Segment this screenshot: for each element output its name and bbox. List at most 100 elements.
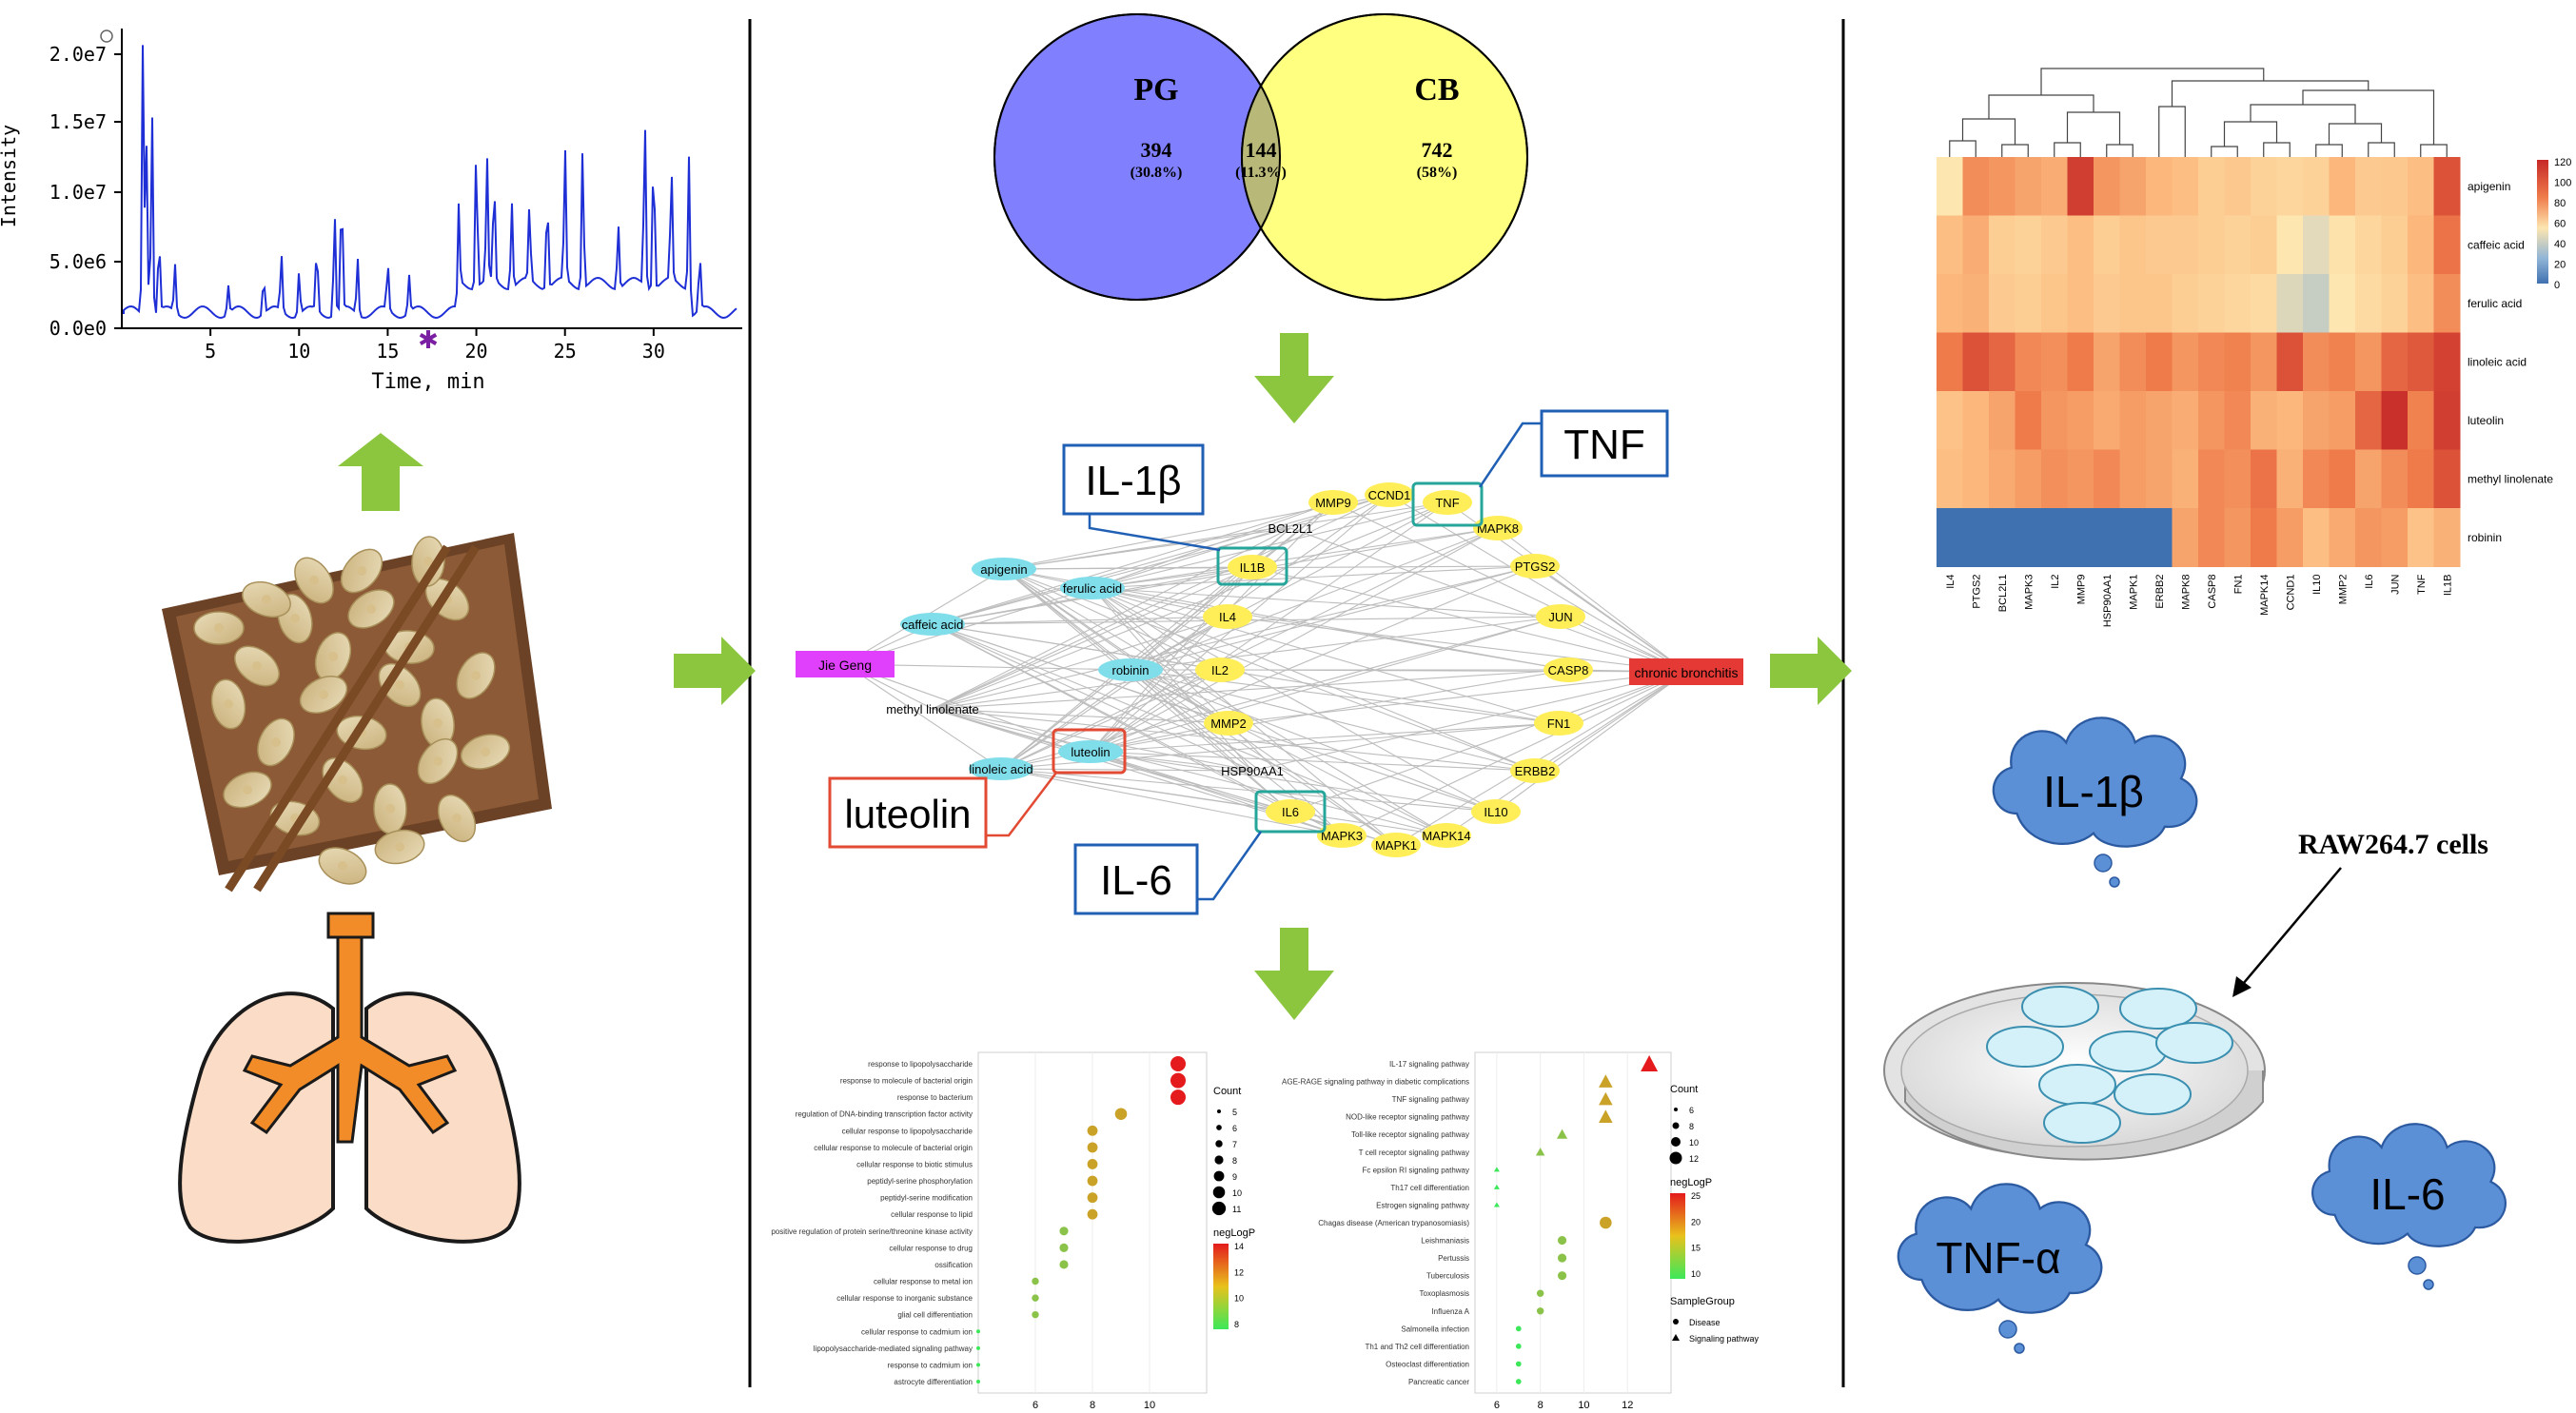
chromatogram-y-tick-label: 2.0e7: [49, 43, 107, 66]
heatmap-cell: [2381, 391, 2409, 450]
heatmap-cell: [2119, 508, 2147, 567]
heatmap-cell: [1989, 215, 2016, 275]
goPlot-x-tick-label: 10: [1144, 1400, 1155, 1408]
network-edge: [932, 708, 1253, 772]
heatmap-col-label: IL2: [2050, 575, 2061, 589]
goPlot-dot: [1170, 1056, 1186, 1071]
heatmap-cell: [2094, 332, 2120, 392]
keggPlot-dot: [1536, 1307, 1544, 1315]
keggPlot-dot: [1599, 1091, 1613, 1106]
callout-luteolin-text: luteolin: [844, 792, 971, 836]
dish-well: [2021, 986, 2099, 1028]
heatmap-cell: [2329, 449, 2356, 509]
node-gene-label-il1b: IL1B: [1240, 560, 1266, 575]
network-edge: [1003, 568, 1447, 836]
node-gene-label-jun: JUN: [1548, 610, 1572, 624]
cloud-bubble: [1998, 1320, 2017, 1339]
venn-left-count: 394: [1141, 138, 1172, 162]
arrow-right-to-heatmap: [1770, 637, 1852, 705]
heatmap-cell: [2408, 215, 2434, 275]
network-edge: [1091, 527, 1499, 589]
heatmap-legend-tick: 100: [2554, 178, 2571, 189]
heatmap-cell: [1937, 508, 1963, 567]
keggPlot-shape-label: Signaling pathway: [1689, 1334, 1760, 1344]
network-edge: [932, 527, 1291, 625]
network-edge: [1130, 565, 1536, 671]
heatmap-col-label: IL6: [2364, 575, 2375, 589]
goPlot-color-title: negLogP: [1213, 1227, 1255, 1239]
keggPlot-count-swatch: [1671, 1137, 1681, 1147]
herb-chopsticks: [225, 544, 480, 893]
keggPlot-term-label: Pancreatic cancer: [1408, 1378, 1469, 1386]
keggPlot-term-label: Th17 cell differentiation: [1390, 1184, 1469, 1192]
heatmap-row-label: robinin: [2468, 531, 2502, 544]
node-compound-label-ferulic-acid: ferulic acid: [1063, 581, 1122, 596]
heatmap-cell: [2041, 508, 2068, 567]
petri-dish: [1883, 982, 2266, 1161]
heatmap-cell: [1962, 274, 1990, 333]
keggPlot-dot: [1493, 1202, 1500, 1207]
heatmap-cell: [2015, 332, 2042, 392]
heatmap-cell: [2303, 508, 2330, 567]
herb-slice-core: [395, 680, 404, 690]
goPlot-dot: [976, 1363, 980, 1367]
heatmap-cell: [1962, 508, 1990, 567]
heatmap-cell: [2224, 215, 2252, 275]
keggPlot-color-title: negLogP: [1670, 1177, 1712, 1188]
goPlot-color-tick: 14: [1234, 1242, 1244, 1251]
network-edge: [932, 494, 1390, 710]
network-edge: [1091, 587, 1569, 671]
heatmap-cell: [2408, 508, 2434, 567]
heatmap-col-label: BCL2L1: [1997, 575, 2009, 613]
keggPlot-term-label: TNF signaling pathway: [1392, 1095, 1469, 1104]
goPlot-color-tick: 10: [1234, 1294, 1244, 1304]
heatmap-cell: [2381, 508, 2409, 567]
network-edge: [1228, 671, 1687, 724]
network-edge: [1003, 568, 1291, 813]
callout-luteolin: luteolin: [828, 772, 1057, 849]
heatmap-cell: [2355, 449, 2382, 509]
network-edge: [1090, 669, 1569, 753]
heatmap-cell: [2094, 391, 2120, 450]
heatmap-cell: [2303, 157, 2330, 216]
heatmap-col-label: FN1: [2232, 575, 2244, 595]
heatmap-cell: [2094, 274, 2120, 333]
heatmap-cell: [2276, 332, 2304, 392]
heatmap-col-label: IL10: [2311, 575, 2323, 595]
heatmap-cell: [2276, 391, 2304, 450]
heatmap-cell: [2355, 332, 2382, 392]
heatmap-cell: [1937, 449, 1963, 509]
chromatogram-x-tick-label: 30: [642, 340, 665, 363]
heatmap-col-label: CCND1: [2285, 575, 2296, 611]
node-gene-label-mmp2: MMP2: [1210, 716, 1247, 731]
node-gene-tnf: [1423, 490, 1472, 515]
node-gene-il1b: [1228, 555, 1277, 579]
heatmap-cell: [2119, 391, 2147, 450]
keggPlot-term-label: NOD-like receptor signaling pathway: [1346, 1113, 1469, 1122]
keggPlot-term-label: Influenza A: [1431, 1307, 1469, 1316]
heatmap-cell: [2041, 391, 2068, 450]
goPlot-dot: [1032, 1310, 1039, 1319]
goPlot-term-label: cellular response to lipid: [891, 1210, 973, 1219]
goPlot-dot: [1059, 1260, 1069, 1269]
heatmap-cell: [2146, 508, 2173, 567]
heatmap-cell: [1989, 508, 2016, 567]
heatmap-cell: [2224, 449, 2252, 509]
node-gene-label-mmp9: MMP9: [1315, 496, 1351, 510]
keggPlot-dot: [1515, 1361, 1522, 1367]
herb-slice-core: [328, 652, 338, 661]
keggPlot-shape-label: Disease: [1689, 1318, 1721, 1327]
heatmap-legend-tick: 80: [2554, 198, 2566, 209]
heatmap-cell: [1989, 157, 2016, 216]
goPlot-count-label: 11: [1232, 1205, 1241, 1214]
cloud-bubble: [2109, 876, 2120, 888]
venn-right-pct: (58%): [1417, 165, 1458, 181]
heatmap-cell: [2119, 215, 2147, 275]
heatmap-legend-tick: 40: [2554, 239, 2566, 250]
network-edge: [1090, 751, 1536, 772]
goPlot-count-swatch: [1212, 1186, 1226, 1199]
node-gene-label-mapk14: MAPK14: [1422, 829, 1470, 843]
heatmap-cell: [2146, 157, 2173, 216]
node-compound-label-apigenin: apigenin: [980, 562, 1027, 577]
